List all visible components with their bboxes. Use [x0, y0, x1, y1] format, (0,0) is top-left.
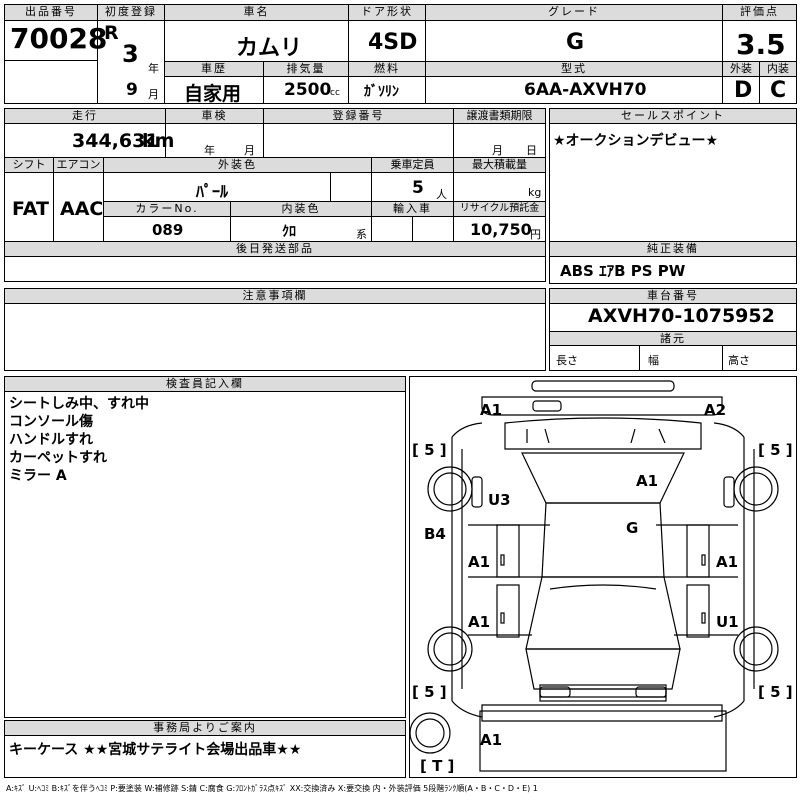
- exterior-score: D: [734, 78, 753, 103]
- year: 3: [122, 40, 139, 68]
- int-color: ｸﾛ: [282, 224, 296, 240]
- mark-front-left: A1: [480, 401, 503, 419]
- mark-left-fender: U3: [488, 491, 511, 509]
- mark-right-front-door: A1: [716, 553, 739, 571]
- office-note: キーケース ★★宮城サテライト会場出品車★★: [9, 742, 302, 758]
- capacity: 5: [412, 178, 424, 198]
- ac-header: エアコン: [54, 158, 103, 173]
- history-header: 車歴: [165, 62, 263, 77]
- model-header: 型式: [426, 62, 722, 77]
- lot-no: 70028: [10, 22, 108, 55]
- tire-rr: [ 5 ]: [758, 683, 793, 701]
- car-name-header: 車名: [165, 5, 348, 21]
- era: R: [104, 22, 119, 44]
- color-no: 089: [152, 221, 184, 239]
- tire-fl: [ 5 ]: [412, 441, 447, 459]
- import-header: 輸入車: [372, 202, 453, 217]
- width-label: 幅: [648, 354, 659, 367]
- interior-header: 内装: [760, 62, 796, 77]
- recycle: 10,750: [470, 220, 532, 239]
- color-header: 外装色: [104, 158, 371, 173]
- inspector-box: [4, 376, 406, 718]
- door: 4SD: [368, 30, 418, 55]
- specs-header: 諸元: [550, 332, 796, 346]
- displacement-unit: cc: [330, 88, 340, 98]
- exterior-header: 外装: [723, 62, 759, 77]
- car-diagram: A1 A2 A1 U3 G B4 A1 A1 A1 U1 A1 [ 5 ] [ …: [409, 376, 797, 778]
- capacity-header: 乗車定員: [372, 158, 453, 173]
- inspection-year-unit: 年: [204, 144, 215, 157]
- inspector-header: 検査員記入欄: [5, 377, 405, 392]
- recycle-header: リサイクル預託金: [454, 202, 545, 217]
- mileage-unit: km: [142, 130, 175, 152]
- shift: FAT: [12, 198, 49, 220]
- lot-no-header: 出品番号: [5, 5, 97, 21]
- first-reg-header: 初度登録: [98, 5, 164, 21]
- recycle-unit: 円: [530, 228, 541, 241]
- door-header: ドア形状: [349, 5, 425, 21]
- notes-header: 注意事項欄: [5, 289, 545, 304]
- mark-front-right: A2: [704, 401, 727, 419]
- mark-roof: G: [626, 519, 639, 537]
- height-label: 高さ: [728, 354, 750, 367]
- mark-left-front-door: A1: [468, 553, 491, 571]
- model: 6AA-AXVH70: [524, 80, 647, 100]
- mark-left-sill: B4: [424, 525, 446, 543]
- sales-point: ★オークションデビュー★: [553, 133, 719, 149]
- transfer-month-unit: 月: [492, 144, 503, 157]
- displacement-header: 排気量: [264, 62, 348, 77]
- displacement: 2500: [284, 80, 332, 100]
- later-parts-header: 後日発送部品: [5, 242, 545, 257]
- legend: A:ｷｽﾞ U:ﾍｺﾐ B:ｷｽﾞを伴うﾍｺﾐ P:要塗装 W:補修跡 S:錆 …: [6, 784, 538, 793]
- mileage-header: 走行: [5, 109, 165, 124]
- score-header: 評価点: [723, 5, 796, 21]
- mark-rear-bumper: A1: [480, 731, 503, 749]
- grade: G: [566, 30, 585, 55]
- sales-point-header: セールスポイント: [550, 109, 796, 124]
- inspector-note: ハンドルすれ: [9, 432, 93, 448]
- load-header: 最大積載量: [454, 158, 545, 173]
- year-unit: 年: [148, 62, 159, 75]
- transfer-header: 譲渡書類期限: [454, 109, 545, 124]
- inspection-header: 車検: [166, 109, 263, 124]
- length-label: 長さ: [556, 354, 578, 367]
- month-unit: 月: [148, 88, 159, 101]
- int-color-header: 内装色: [231, 202, 371, 217]
- mark-hood: A1: [636, 472, 659, 490]
- chassis-header: 車台番号: [550, 289, 796, 304]
- equipment-header: 純正装備: [550, 242, 796, 257]
- chassis-number: AXVH70-1075952: [588, 305, 775, 327]
- transfer-day-unit: 日: [526, 144, 537, 157]
- fuel: ｶﾞｿﾘﾝ: [364, 84, 399, 100]
- car-name: カムリ: [236, 36, 303, 61]
- ac: AAC: [60, 198, 104, 220]
- tire-spare: [ T ]: [420, 757, 455, 775]
- month: 9: [126, 80, 138, 100]
- tire-fr: [ 5 ]: [758, 441, 793, 459]
- interior-score: C: [770, 78, 787, 103]
- history: 自家用: [184, 83, 242, 105]
- inspector-notes: シートしみ中、すれ中 コンソール傷 ハンドルすれ カーペットすれ ミラー A: [9, 395, 149, 485]
- shift-header: シフト: [5, 158, 53, 173]
- capacity-unit: 人: [436, 188, 447, 201]
- inspector-note: カーペットすれ: [9, 450, 107, 466]
- mark-left-rear-door: A1: [468, 613, 491, 631]
- mark-right-rear-door: U1: [716, 613, 739, 631]
- score: 3.5: [736, 28, 786, 61]
- inspector-note: シートしみ中、すれ中: [9, 396, 149, 412]
- tire-rl: [ 5 ]: [412, 683, 447, 701]
- int-color-suffix: 系: [356, 228, 367, 241]
- office-header: 事務局よりご案内: [5, 721, 405, 736]
- load-unit: kg: [528, 186, 542, 199]
- grade-header: グレード: [426, 5, 722, 21]
- equipment: ABS ｴｱB PS PW: [560, 262, 686, 280]
- mileage: 344,631: [72, 130, 159, 152]
- color-no-header: カラーNo.: [104, 202, 230, 217]
- reg-no-header: 登録番号: [264, 109, 453, 124]
- color: ﾊﾟｰﾙ: [196, 182, 229, 201]
- inspector-note: ミラー A: [9, 468, 67, 484]
- fuel-header: 燃料: [349, 62, 425, 77]
- inspector-note: コンソール傷: [9, 414, 93, 430]
- inspection-month-unit: 月: [244, 144, 255, 157]
